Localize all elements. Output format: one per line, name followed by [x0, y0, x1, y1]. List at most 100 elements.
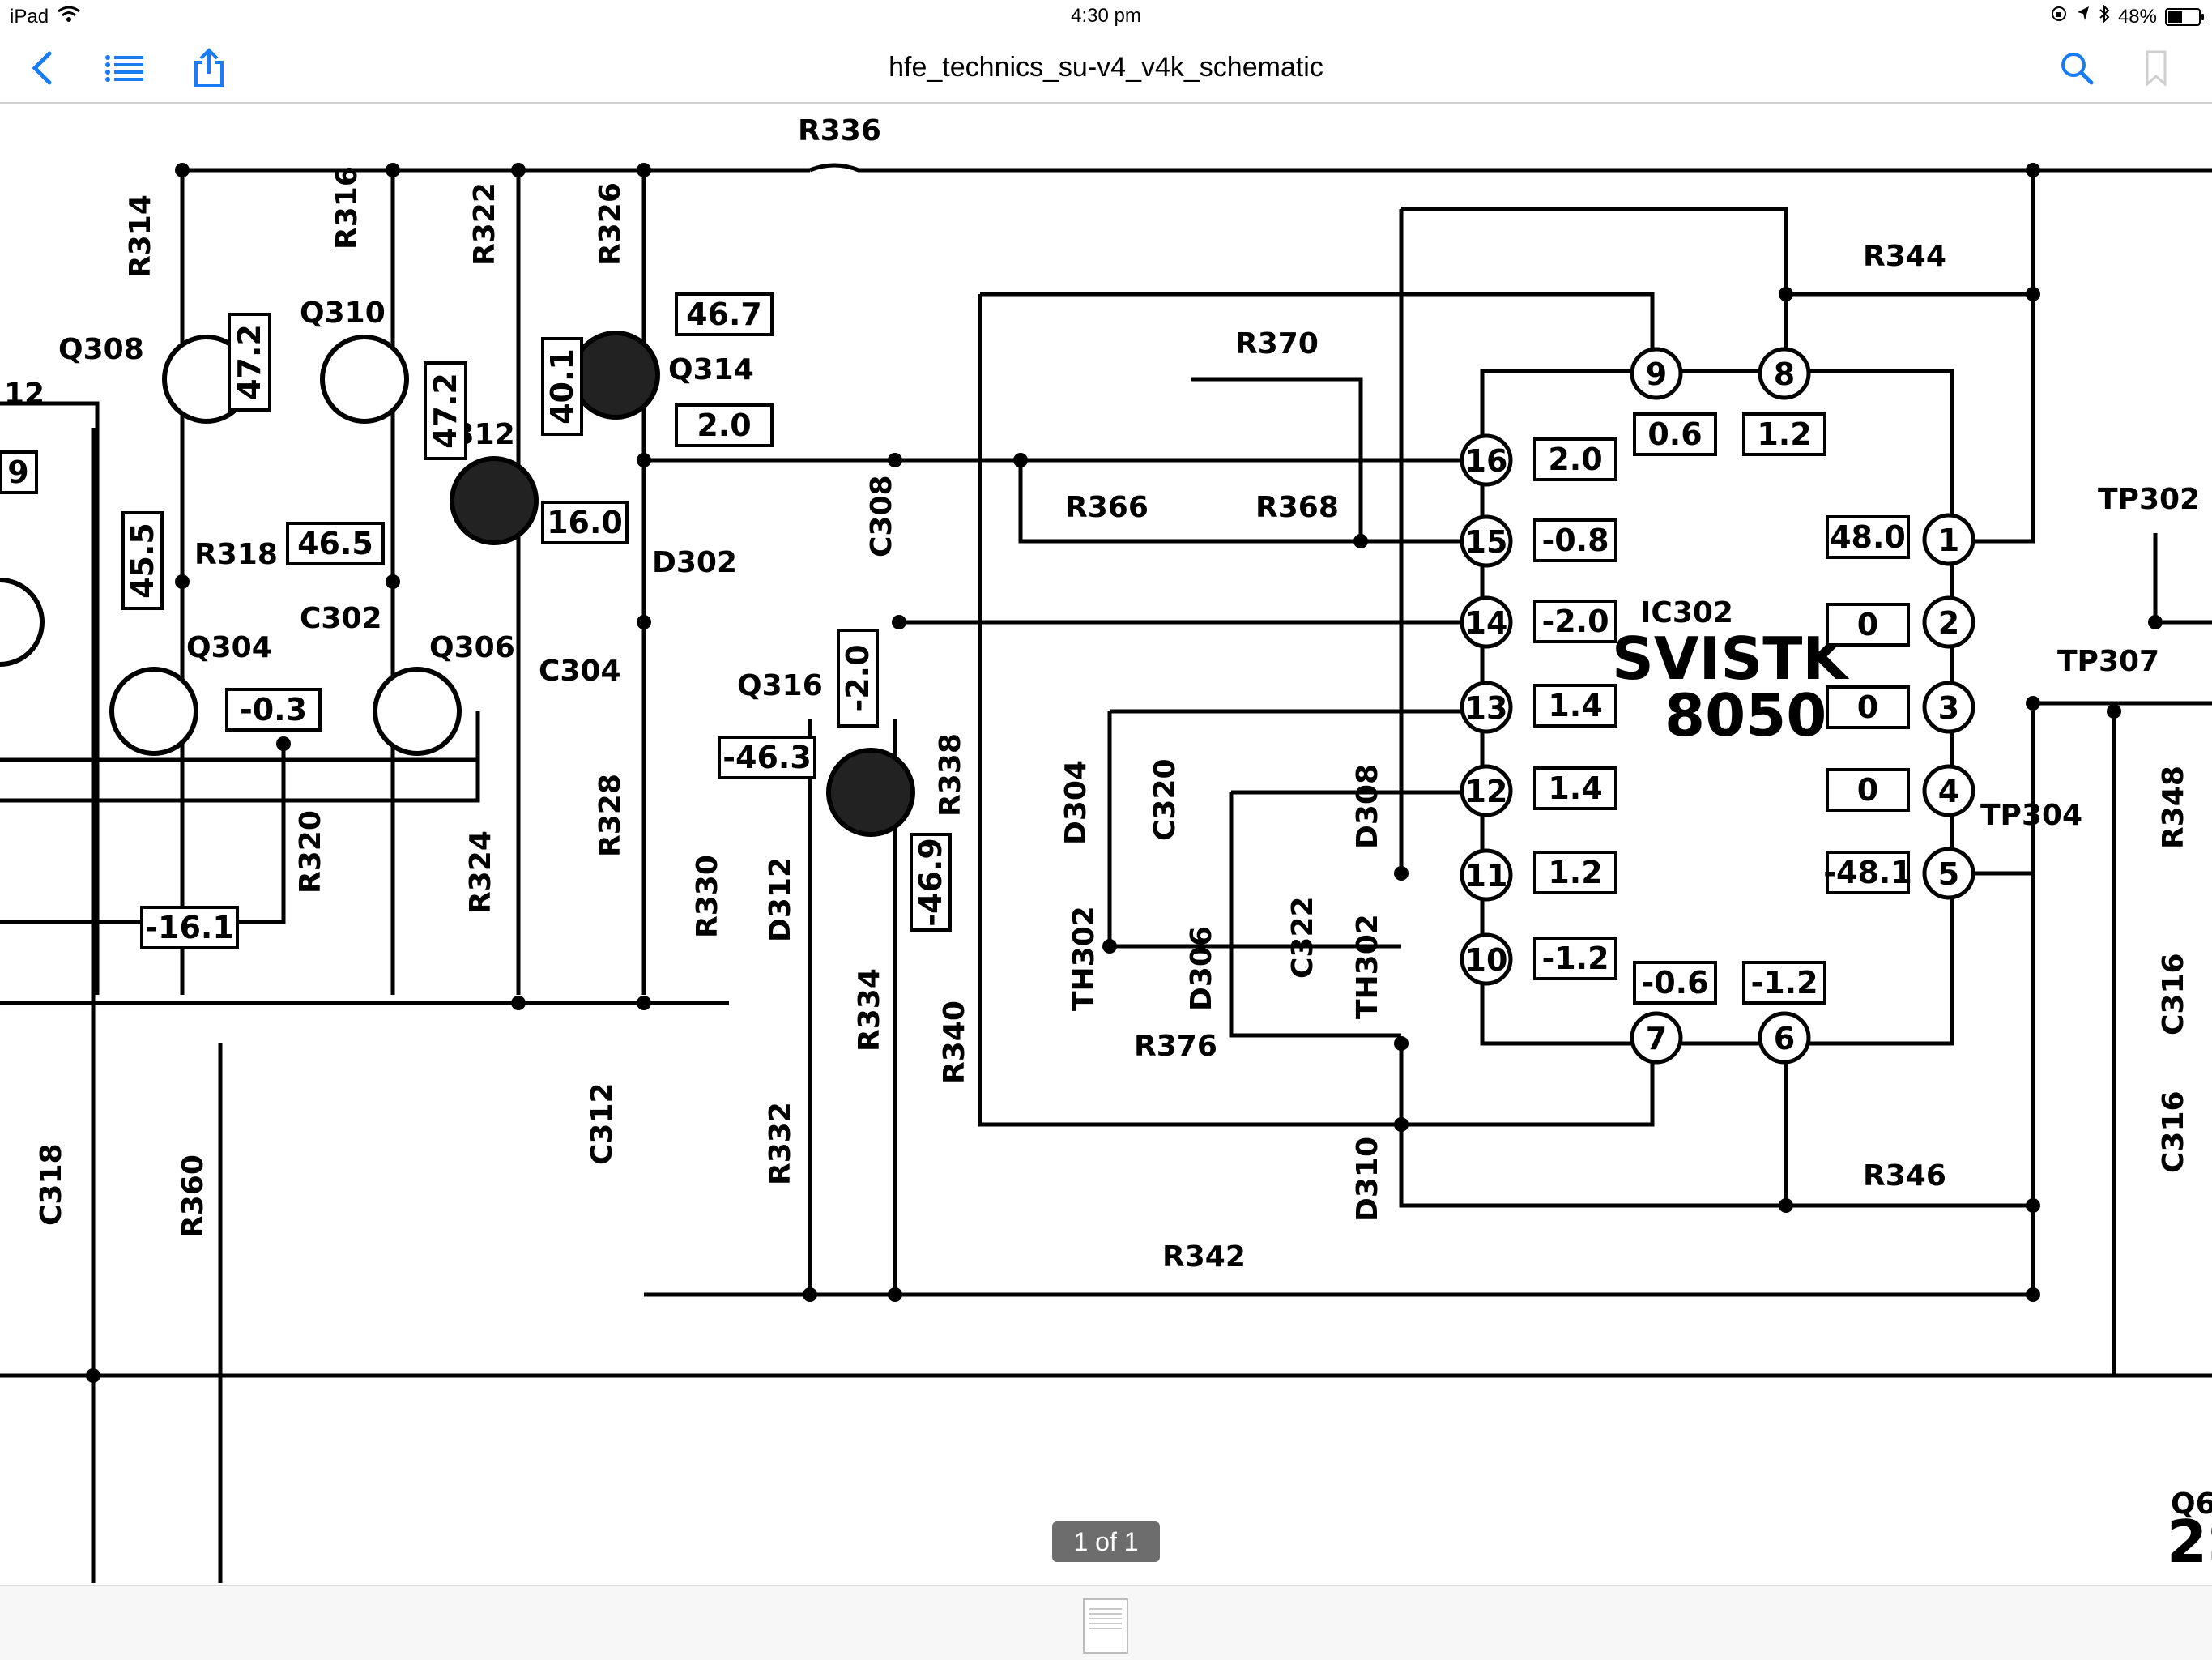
page-thumbnail[interactable] [1083, 1598, 1128, 1654]
bookmark-icon[interactable] [2130, 44, 2182, 92]
component-label: C302 [300, 602, 382, 635]
junction-dot [511, 163, 526, 177]
battery-icon [2165, 7, 2204, 26]
ic-pin [1460, 514, 1513, 568]
pin-number: 6 [1774, 1021, 1795, 1056]
status-right: 48% [2050, 4, 2204, 28]
pin-number: 9 [1646, 356, 1667, 392]
component-label: R346 [1863, 1159, 1946, 1193]
list-icon[interactable] [99, 44, 151, 92]
component-label: IC302 [1640, 596, 1733, 629]
junction-dot [1394, 1036, 1409, 1051]
pin-number: 8 [1774, 356, 1795, 392]
component-label: TH302 [1068, 906, 1101, 1011]
document-title: hfe_technics_su-v4_v4k_schematic [889, 52, 1323, 83]
component-label: D302 [652, 546, 737, 579]
junction-dot [175, 163, 190, 177]
component-label: TP307 [2057, 645, 2159, 678]
component-label: C318 [35, 1143, 68, 1226]
junction-dot [637, 163, 651, 177]
junction-dot [511, 996, 526, 1010]
share-icon[interactable] [183, 44, 235, 92]
junction-dot [637, 453, 651, 467]
pin-number: 10 [1465, 942, 1508, 978]
junction-dot [86, 1368, 100, 1383]
component-label: R376 [1134, 1030, 1217, 1063]
component-label: 8050 [1664, 681, 1826, 749]
voltage-label: -0.3 [240, 692, 307, 728]
component-label: Q304 [186, 631, 272, 664]
component-label: TP302 [2098, 483, 2200, 516]
voltage-box [1826, 768, 1910, 812]
back-chevron-icon[interactable] [16, 44, 68, 92]
voltage-label: -48.1 [1823, 855, 1912, 890]
junction-dot [1779, 287, 1793, 301]
junction-dot [1779, 1198, 1793, 1213]
component-label: D306 [1185, 926, 1218, 1011]
voltage-label: 47.2 [428, 373, 463, 449]
component-label: D312 [764, 857, 797, 942]
voltage-box [718, 736, 816, 779]
ic-pin [1758, 347, 1811, 400]
junction-dot [2026, 1198, 2040, 1213]
junction-dot [1394, 866, 1409, 881]
voltage-box [1533, 937, 1617, 980]
component-label: R344 [1863, 240, 1946, 273]
pin-number: 13 [1465, 690, 1508, 726]
ic-pin [1460, 848, 1513, 902]
voltage-box [1533, 851, 1617, 894]
voltage-box [1826, 603, 1910, 647]
voltage-label: -1.2 [1750, 965, 1818, 1001]
status-bar: iPad 4:30 pm 48% [0, 0, 2212, 34]
component-label: Q316 [737, 669, 823, 702]
voltage-label: 46.5 [297, 526, 373, 561]
voltage-label: -46.9 [913, 838, 948, 927]
page-indicator: 1 of 1 [1052, 1521, 1160, 1562]
ic-pin [1922, 847, 1975, 900]
voltage-label: -1.2 [1541, 941, 1609, 976]
junction-dot [2026, 287, 2040, 301]
voltage-box [1533, 684, 1617, 728]
junction-dot [2026, 696, 2040, 711]
pin-number: 16 [1465, 443, 1508, 479]
voltage-label: 0.6 [1647, 416, 1702, 452]
pin-number: 15 [1465, 524, 1508, 560]
component-label: R366 [1065, 491, 1149, 524]
component-label: R330 [691, 855, 724, 938]
voltage-box [1826, 851, 1910, 894]
schematic-junctions [86, 163, 2163, 1383]
voltage-label: 16.0 [547, 505, 623, 540]
voltage-label: 45.5 [125, 523, 160, 599]
component-label: SVISTK [1612, 625, 1849, 693]
component-label: TP304 [1980, 799, 2082, 832]
ic-pin [1460, 433, 1513, 487]
wifi-icon [57, 5, 81, 28]
junction-dot [1013, 453, 1028, 467]
junction-dot [175, 574, 190, 589]
search-icon[interactable] [2051, 44, 2103, 92]
status-left: iPad [10, 5, 81, 28]
component-label: Q6 [2171, 1487, 2212, 1521]
voltage-label: 0 [1857, 689, 1878, 725]
transistor-symbol [0, 578, 45, 667]
component-label: C316 [2157, 953, 2190, 1035]
transistor-symbol [450, 456, 539, 545]
ic-pin [1460, 595, 1513, 649]
pin-number: 14 [1465, 605, 1508, 641]
device-label: iPad [10, 5, 49, 28]
location-icon [2076, 5, 2091, 28]
voltage-box [1533, 766, 1617, 810]
voltage-box [0, 450, 38, 494]
component-label: R360 [177, 1154, 210, 1238]
junction-dot [888, 453, 902, 467]
voltage-box [1826, 685, 1910, 729]
voltage-box [1533, 437, 1617, 481]
junction-dot [892, 615, 906, 629]
voltage-label: 9 [7, 454, 28, 490]
voltage-label: 1.2 [1757, 416, 1811, 452]
component-label: R340 [938, 1001, 971, 1084]
